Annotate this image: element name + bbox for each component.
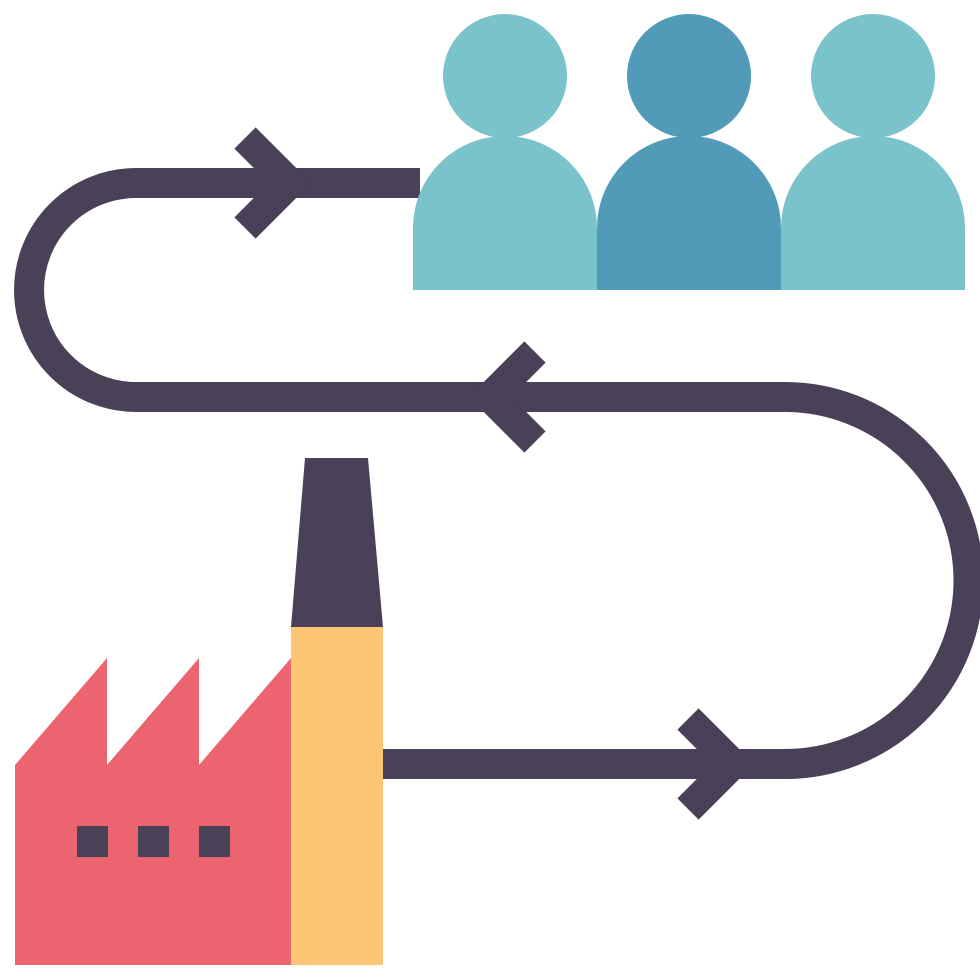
factory-window <box>77 826 108 857</box>
person-icon <box>413 14 597 290</box>
arrow-right-icon <box>234 127 312 239</box>
factory-window <box>138 826 169 857</box>
people-group <box>413 14 965 290</box>
person-icon <box>781 14 965 290</box>
factory-chimney <box>291 627 383 965</box>
chimney-top <box>291 458 383 627</box>
flow-path <box>14 168 980 779</box>
arrow-left-icon <box>468 341 546 453</box>
arrow-right-icon <box>677 708 755 820</box>
factory-building <box>15 658 291 965</box>
person-icon <box>597 14 781 290</box>
factory-window <box>199 826 230 857</box>
factory-icon <box>15 458 383 965</box>
